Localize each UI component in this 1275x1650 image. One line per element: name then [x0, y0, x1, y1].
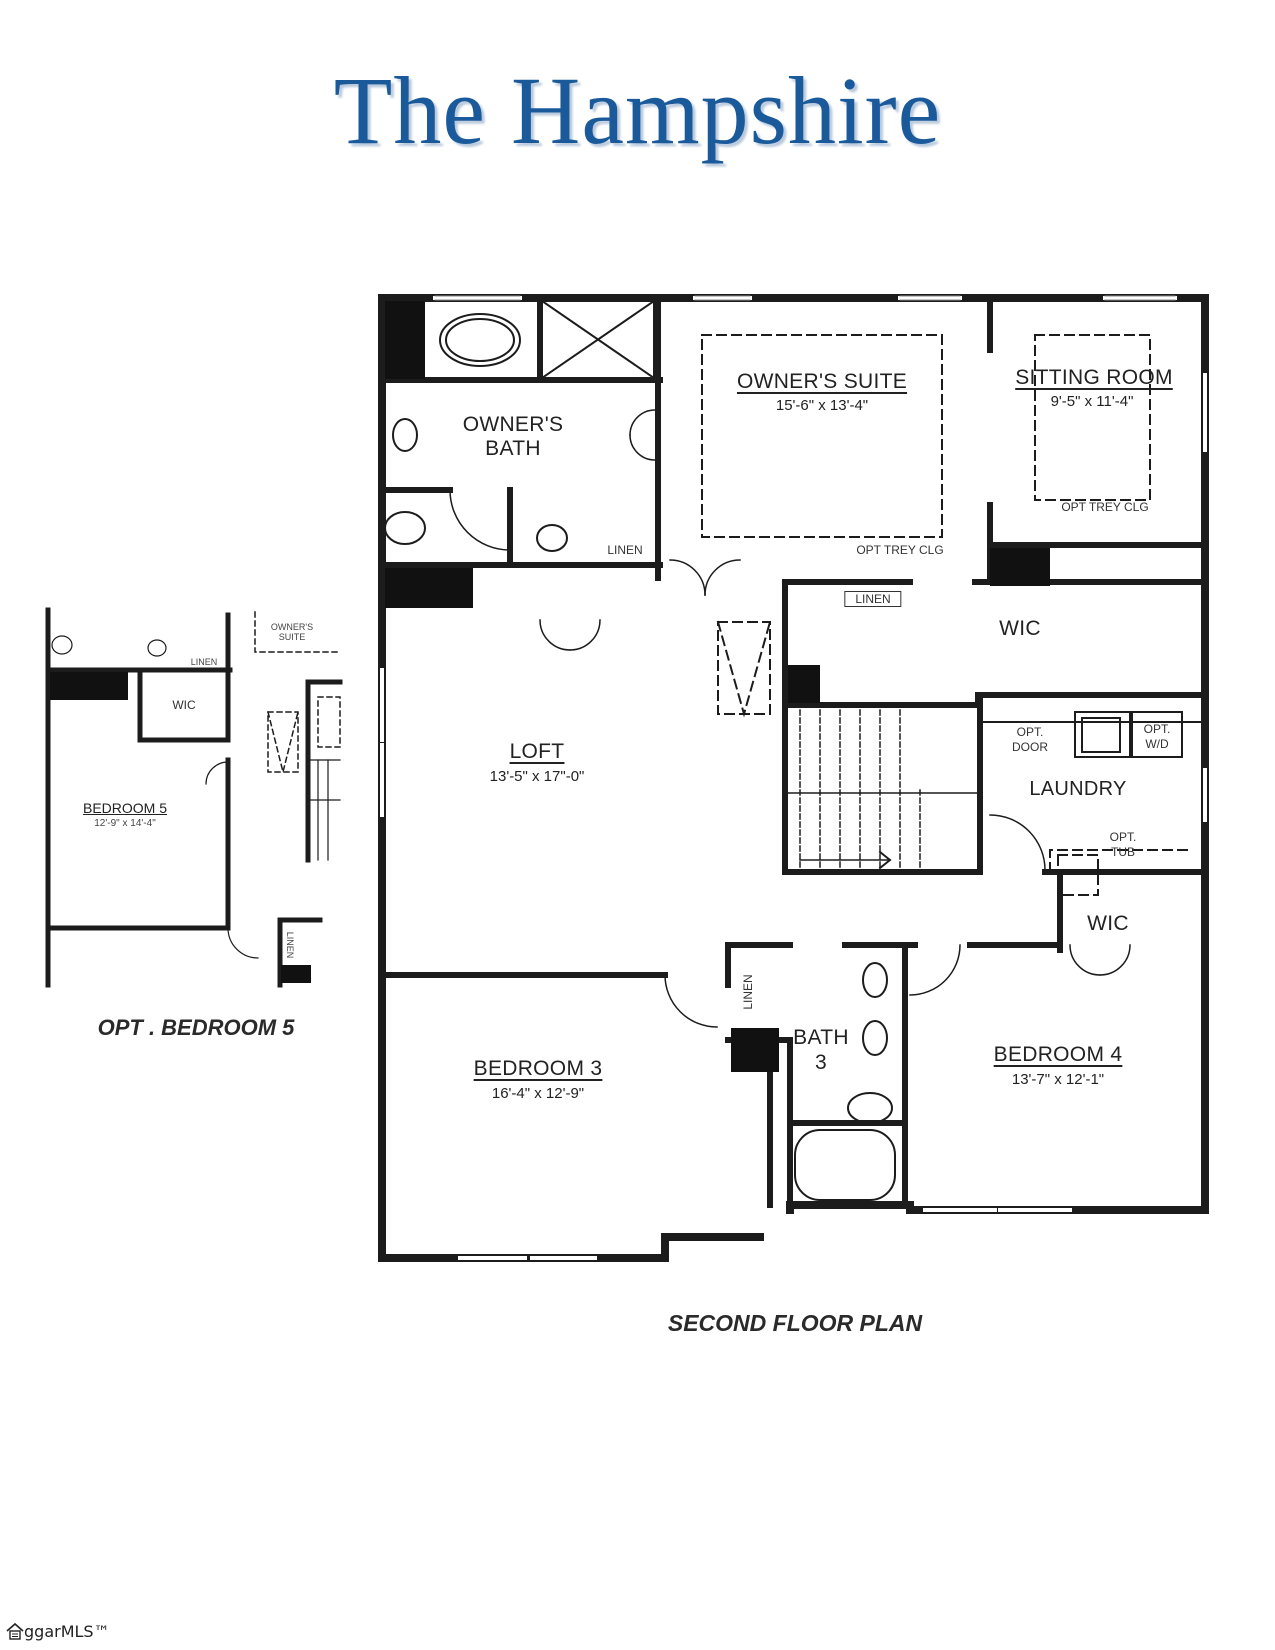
sitting-room-label: SITTING ROOM: [1015, 366, 1173, 389]
loft-label: LOFT: [509, 740, 565, 763]
option-plan-walls: [45, 607, 343, 988]
bath3-label-line1: BATH: [793, 1026, 849, 1049]
opt-wic-label: WIC: [172, 698, 196, 712]
opt-wd-label-line2: W/D: [1145, 737, 1169, 751]
door-swings: [449, 409, 1131, 1028]
opt-owners-suite-line2: SUITE: [278, 632, 306, 642]
opt-tub-label: OPT. TUB: [1110, 830, 1137, 860]
opt-door-label: OPT. DOOR: [1012, 725, 1048, 755]
sitting-room-dims: 9'-5" x 11'-4": [1050, 393, 1134, 410]
watermark: ggarMLS™: [6, 1622, 110, 1641]
hall-linen-label: LINEN: [844, 591, 902, 607]
owners-bath-linen-label: LINEN: [607, 543, 643, 557]
opt-door-label-line1: OPT.: [1016, 725, 1044, 739]
bath3-label: BATH 3: [793, 1025, 849, 1075]
opt-door-label-line2: DOOR: [1012, 740, 1048, 754]
stair-treads: [799, 709, 921, 869]
bedroom4-label: BEDROOM 4: [993, 1043, 1123, 1066]
opt-tub-label-line1: OPT.: [1109, 830, 1137, 844]
trey-ceilings: [701, 334, 1191, 896]
opt-wd-label-line1: OPT.: [1143, 722, 1171, 736]
page-title: The Hampshire: [333, 57, 942, 164]
watermark-text: ggarMLS™: [24, 1622, 110, 1641]
owners-wic-label: WIC: [999, 617, 1041, 640]
laundry-label: LAUNDRY: [1029, 778, 1127, 800]
opt-tub-label-line2: TUB: [1110, 845, 1135, 859]
opt-wd-label: OPT. W/D: [1144, 722, 1171, 752]
fixtures: [384, 299, 1206, 1201]
opt-linen-bottom-label: LINEN: [285, 931, 295, 959]
bedroom5-label: BEDROOM 5: [82, 800, 168, 816]
owners-bath-label: OWNER'S BATH: [463, 413, 564, 461]
bedroom3-dims: 16'-4" x 12'-9": [491, 1085, 585, 1102]
bath3-label-line2: 3: [815, 1051, 827, 1074]
bedroom3-label: BEDROOM 3: [473, 1057, 603, 1080]
bedroom4-wic-label: WIC: [1087, 912, 1129, 935]
owners-bath-label-line2: BATH: [485, 437, 541, 460]
opt-owners-suite-label: OWNER'S SUITE: [271, 622, 313, 642]
chase-blocks: [385, 301, 1050, 1072]
house-icon: [6, 1622, 24, 1640]
owners-bath-label-line1: OWNER'S: [462, 413, 564, 436]
opt-owners-suite-line1: OWNER'S: [270, 622, 314, 632]
bedroom5-dims: 12'-9" x 14'-4": [94, 818, 156, 829]
opt-linen-top-label: LINEN: [190, 657, 218, 667]
bedroom4-dims: 13'-7" x 12'-1": [1011, 1071, 1105, 1088]
owners-suite-label: OWNER'S SUITE: [736, 370, 908, 393]
sitting-room-trey-note: OPT TREY CLG: [1061, 500, 1149, 514]
owners-suite-dims: 15'-6" x 13'-4": [775, 397, 869, 414]
loft-dims: 13'-5" x 17"-0": [489, 768, 585, 785]
owners-suite-trey-note: OPT TREY CLG: [856, 543, 944, 557]
opt-bedroom5-caption: OPT . BEDROOM 5: [97, 1015, 295, 1040]
second-floor-plan-caption: SECOND FLOOR PLAN: [667, 1310, 923, 1336]
bath3-linen-label: LINEN: [741, 974, 755, 1010]
